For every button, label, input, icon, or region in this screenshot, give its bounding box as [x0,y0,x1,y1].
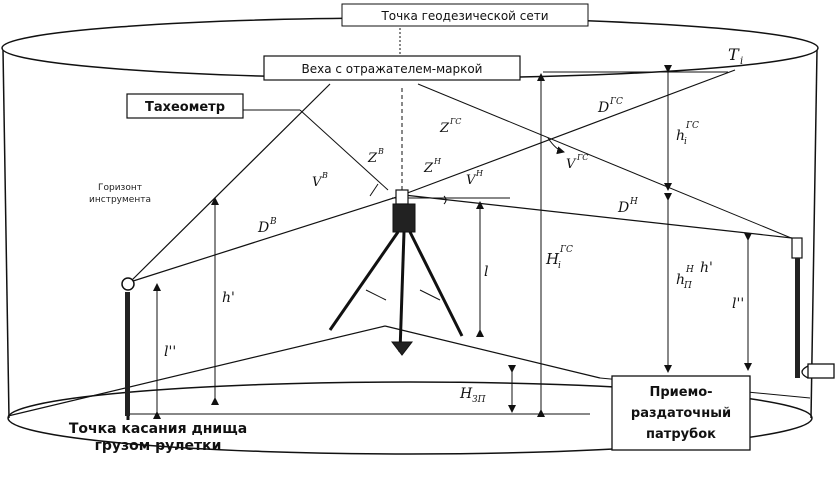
symbol-h-right: h' [700,260,713,276]
svg-text:ГС: ГС [576,153,588,162]
geodetic-point-box: Точка геодезической сети [341,3,589,27]
svg-text:Z: Z [367,151,378,166]
svg-text:В: В [377,147,384,156]
angle-arc-gs [547,137,565,155]
svg-text:Н: Н [475,169,484,178]
tripod [328,189,464,356]
svg-text:h: h [676,272,685,288]
symbol-l-center: l [484,264,488,280]
svg-text:В: В [321,171,328,180]
sight-line-left-up [129,83,331,283]
symbol-h-left: h' [222,290,235,306]
tank-bottom-ellipse [7,381,813,455]
symbol-H-i-gs: Hi ГС [545,245,573,271]
touch-label-2: грузом рулетки [95,438,222,454]
tank-right-wall [810,49,818,419]
horizon-label-2: инструмента [89,195,151,205]
sight-line-gs [401,69,736,196]
floor-line-left [7,325,386,417]
pipe-label-2: раздаточный [631,406,731,421]
svg-text:ГС: ГС [609,97,623,107]
sight-line-right [403,194,793,239]
svg-text:V: V [312,175,323,190]
sight-line-marker-to-right [417,83,797,241]
svg-text:D: D [597,100,609,116]
svg-text:П: П [683,281,692,291]
svg-text:i: i [684,137,687,147]
svg-text:H: H [545,250,560,268]
left-tape-pole [121,277,135,420]
right-tape-pole [791,237,803,378]
touch-label-1: Точка касания днища [69,421,247,437]
marker-pole-box: Веха с отражателем-маркой [263,55,521,81]
svg-text:D: D [617,200,629,216]
pipe-box: Приемо- раздаточный патрубок [611,375,751,451]
svg-text:В: В [269,217,277,227]
pipe-label-1: Приемо- [649,385,712,400]
svg-text:V: V [466,173,477,188]
svg-text:Н: Н [685,265,694,275]
svg-text:Н: Н [433,157,442,166]
svg-text:ГС: ГС [449,117,461,126]
symbol-l-right: l'' [732,296,744,312]
floor-line-right [384,325,601,379]
geodetic-point-label: Точка геодезической сети [380,9,548,23]
svg-text:Z: Z [423,161,434,176]
pipe-nozzle [801,363,835,379]
svg-text:ГС: ГС [559,245,573,255]
tank-left-wall [2,49,10,419]
svg-text:V: V [566,157,577,172]
svg-text:H: H [459,386,473,402]
horizon-label-1: Горизонт [98,183,142,193]
angle-arc-right [443,195,447,205]
svg-text:D: D [257,220,269,236]
sight-line-left-down [129,195,401,283]
marker-pole-label: Веха с отражателем-маркой [302,62,483,76]
svg-text:ГС: ГС [685,121,699,131]
svg-text:i: i [740,56,743,67]
svg-text:ЗП: ЗП [472,395,486,405]
svg-text:h: h [676,128,685,144]
symbol-h-pipe: hПН [676,265,694,291]
svg-text:Z: Z [439,121,450,136]
tachymeter-box: Тахеометр [126,93,244,119]
svg-text:Н: Н [629,197,638,207]
pipe-label-3: патрубок [646,427,716,442]
svg-text:T: T [728,45,740,64]
angle-arc-left [369,183,379,197]
symbol-h-i-gs: hi ГС [676,121,699,147]
svg-text:i: i [558,261,561,271]
tachymeter-leader-diag [299,109,389,191]
tachymeter-label: Тахеометр [145,100,225,115]
symbol-l-left: l'' [164,344,176,360]
